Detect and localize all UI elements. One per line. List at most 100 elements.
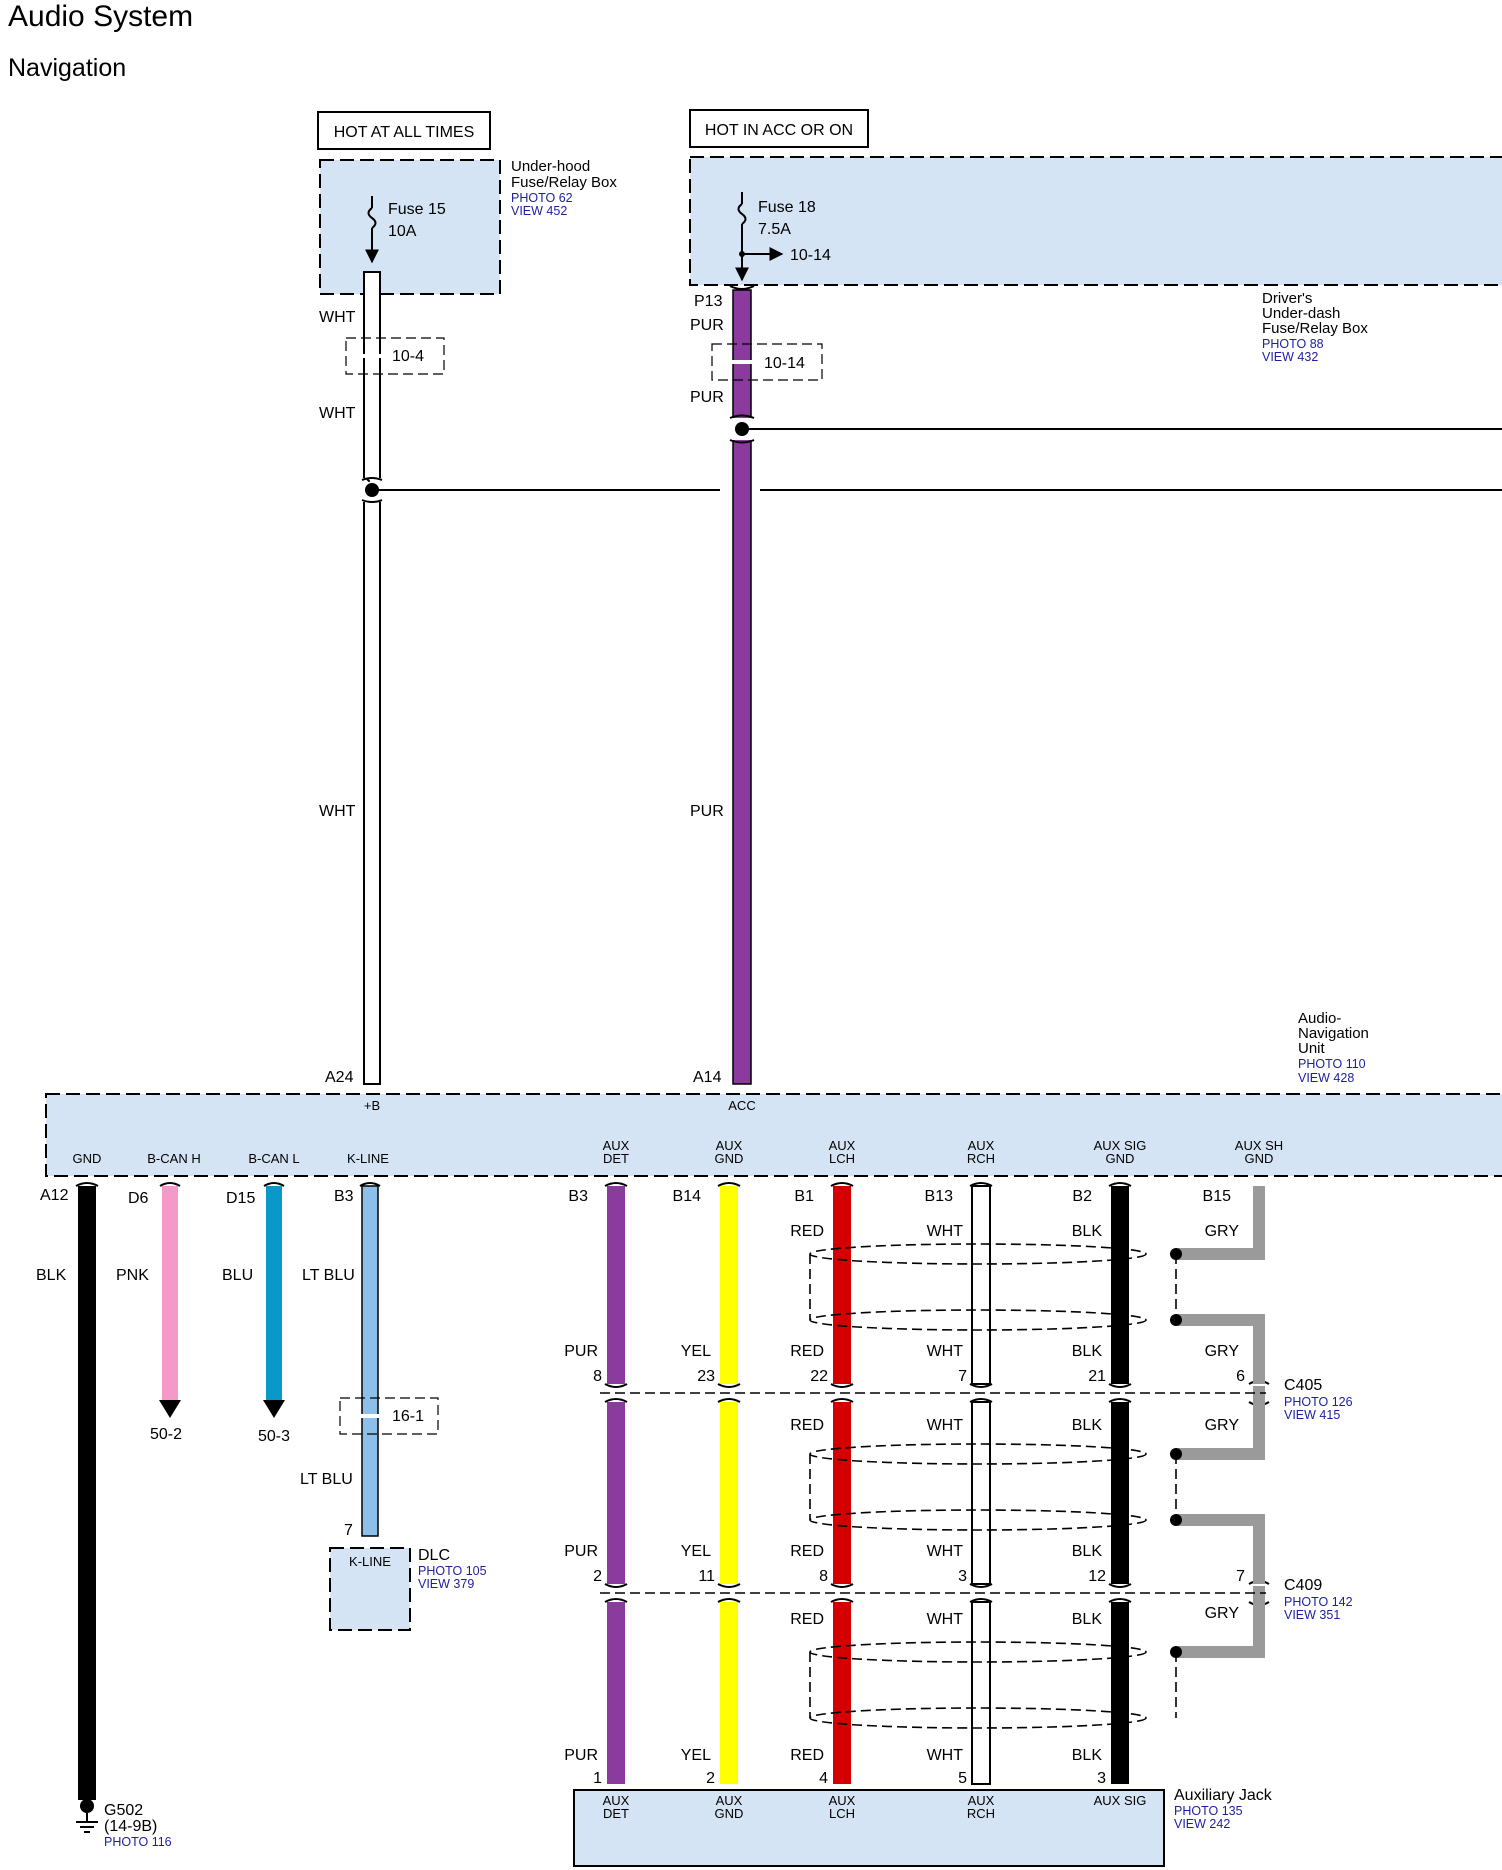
- unit-pin-aux-sh-gnd-2: GND: [1245, 1151, 1274, 1166]
- aux-wire-cap-b-2-0: [830, 1383, 854, 1388]
- aux-wire-wht-seg-2: [971, 1601, 991, 1785]
- underhood-fuse-box: [319, 159, 501, 295]
- aux-wire-cap-b-3-0: [969, 1383, 993, 1388]
- wire-plus-b-color-3: WHT: [319, 803, 356, 820]
- underhood-view-ref: VIEW 452: [511, 204, 567, 218]
- aux-wire-cap-b-0-1: [604, 1583, 628, 1588]
- jack-pin-lch-2: LCH: [829, 1806, 855, 1821]
- aux-color-top-3: WHT: [927, 1223, 964, 1240]
- aux-top-pin-0: B3: [568, 1188, 588, 1205]
- aux-jack-pin-3: 5: [958, 1770, 967, 1787]
- wire-gnd-blk: [78, 1186, 96, 1800]
- aux-wire-blk-seg-2: [1111, 1602, 1129, 1784]
- driver-fuse-box: [689, 156, 1502, 286]
- wire-plus-b-color-1: WHT: [319, 309, 356, 326]
- splice-10-4-box: [345, 337, 445, 375]
- wire-bcanl-pin: D15: [226, 1190, 255, 1207]
- unit-pin-acc: ACC: [728, 1098, 755, 1113]
- aux-wire-wht-seg-0: [971, 1185, 991, 1385]
- dlc-pin-label: K-LINE: [349, 1554, 391, 1569]
- dlc-box: [329, 1547, 411, 1631]
- aux-gry-color-mid-extra: GRY: [1205, 1417, 1240, 1434]
- aux-top-pin-1: B14: [673, 1188, 702, 1205]
- aux-wire-cap-3-1: [969, 1398, 993, 1403]
- ground-photo: PHOTO 116: [104, 1835, 172, 1849]
- aux-wire-blk-seg-1: [1111, 1402, 1129, 1584]
- wire-bcanh-pin: D6: [128, 1190, 149, 1207]
- aux-c405-pin-1: 23: [697, 1368, 715, 1385]
- dlc-pin: 7: [344, 1522, 353, 1539]
- unit-pin-aux-rch-1: AUX: [968, 1138, 995, 1153]
- aux-c405-pin-3: 7: [958, 1368, 967, 1385]
- aux-wire-blk-seg-0: [1111, 1186, 1129, 1384]
- aux-color-top-2: RED: [790, 1223, 824, 1240]
- splice-10-4-ref[interactable]: 10-4: [392, 348, 424, 365]
- aux-wire-cap-1-1: [717, 1398, 741, 1403]
- aux-c409-pin-0: 2: [593, 1568, 602, 1585]
- jack-pin-gnd-1: AUX: [716, 1793, 743, 1808]
- wire-bcanh-color: PNK: [116, 1267, 149, 1284]
- unit-pin-aux-rch-2: RCH: [967, 1151, 995, 1166]
- jack-pin-gnd-2: GND: [715, 1806, 744, 1821]
- aux-wire-cap-1-2: [717, 1598, 741, 1603]
- ground-ref[interactable]: (14-9B): [104, 1818, 157, 1835]
- wire-kline-ltblu: [361, 1185, 379, 1537]
- aux-wire-wht-seg-1: [971, 1401, 991, 1585]
- fuse18-branch-ref[interactable]: 10-14: [790, 247, 831, 264]
- driver-box-photo: PHOTO 88: [1262, 337, 1324, 351]
- bcanh-ref[interactable]: 50-2: [150, 1426, 182, 1443]
- unit-pin-aux-gnd-2: GND: [715, 1151, 744, 1166]
- bcanl-ref[interactable]: 50-3: [258, 1428, 290, 1445]
- aux-color-mid2-4: BLK: [1072, 1611, 1103, 1628]
- aux-color-c409-4: BLK: [1072, 1543, 1103, 1560]
- aux-color-c409-2: RED: [790, 1543, 824, 1560]
- wire-kline-color: LT BLU: [302, 1267, 355, 1284]
- driver-box-line1: Driver's: [1262, 290, 1312, 307]
- c405-view: VIEW 415: [1284, 1408, 1340, 1422]
- wire-gnd-pin: A12: [40, 1187, 69, 1204]
- unit-name-line2: Navigation: [1298, 1025, 1369, 1042]
- unit-pin-gnd: GND: [73, 1151, 102, 1166]
- aux-wire-cap-4-2: [1108, 1598, 1132, 1603]
- aux-wire-yel-seg-1: [720, 1402, 738, 1584]
- jack-pin-det-1: AUX: [603, 1793, 630, 1808]
- aux-color-jack-0: PUR: [564, 1747, 598, 1764]
- aux-wire-cap-b-1-0: [717, 1383, 741, 1388]
- aux-color-jack-2: RED: [790, 1747, 824, 1764]
- wire-acc-color-2: PUR: [690, 389, 724, 406]
- dlc-photo: PHOTO 105: [418, 1564, 487, 1578]
- underhood-name-line1: Under-hood: [511, 158, 590, 175]
- underhood-name-line2: Fuse/Relay Box: [511, 174, 617, 191]
- fuse18-name: Fuse 18: [758, 199, 816, 216]
- aux-color-jack-4: BLK: [1072, 1747, 1103, 1764]
- aux-color-top-4: BLK: [1072, 1223, 1103, 1240]
- aux-color-c405-3: WHT: [927, 1343, 964, 1360]
- unit-pin-aux-det-2: DET: [603, 1151, 629, 1166]
- aux-wire-pur-seg-0: [607, 1186, 625, 1384]
- dlc-name: DLC: [418, 1547, 450, 1564]
- aux-color-c405-2: RED: [790, 1343, 824, 1360]
- aux-wire-cap-2-0: [830, 1182, 854, 1187]
- c405-name: C405: [1284, 1377, 1322, 1394]
- wire-acc-terminal: P13: [694, 293, 723, 310]
- ground-symbol: [80, 1799, 94, 1813]
- aux-color-c405-4: BLK: [1072, 1343, 1103, 1360]
- c409-view: VIEW 351: [1284, 1608, 1340, 1622]
- aux-jack-photo: PHOTO 135: [1174, 1804, 1243, 1818]
- splice-16-1-ref[interactable]: 16-1: [392, 1408, 424, 1425]
- aux-jack-pin-4: 3: [1097, 1770, 1106, 1787]
- splice-10-14-box: [711, 343, 823, 381]
- aux-wire-red-seg-2: [833, 1602, 851, 1784]
- aux-wire-cap-0-2: [604, 1598, 628, 1603]
- jack-pin-rch-2: RCH: [967, 1806, 995, 1821]
- dlc-view: VIEW 379: [418, 1577, 474, 1591]
- aux-color-mid1-3: WHT: [927, 1417, 964, 1434]
- unit-pin-bcanh: B-CAN H: [147, 1151, 200, 1166]
- driver-box-line2: Under-dash: [1262, 305, 1340, 322]
- wire-bcanl-blu: [266, 1186, 282, 1404]
- aux-wire-cap-b-0-0: [604, 1383, 628, 1388]
- c405-photo: PHOTO 126: [1284, 1395, 1353, 1409]
- aux-top-pin-3: B13: [925, 1188, 954, 1205]
- splice-10-14-ref[interactable]: 10-14: [764, 355, 805, 372]
- wire-acc: [732, 289, 752, 1085]
